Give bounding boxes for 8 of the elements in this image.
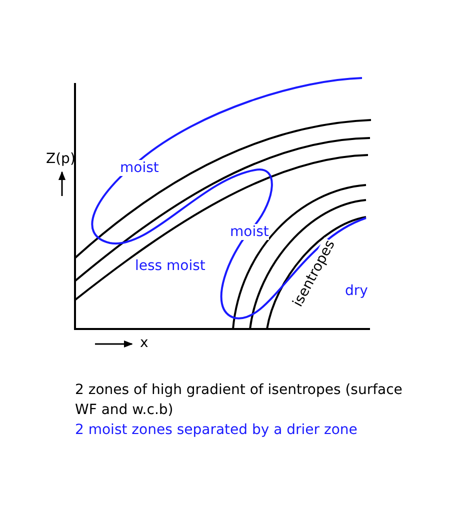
zone-label: dry [345, 282, 368, 301]
axis-label: x [140, 334, 148, 353]
caption-text: 2 zones of high gradient of isentropes (surface WF and w.c.b) [75, 381, 404, 420]
axis-label: Z(p) [46, 150, 76, 169]
caption-text: 2 moist zones separated by a drier zone [75, 421, 358, 440]
zone-label: moist [230, 224, 269, 240]
zone-label: moist [120, 160, 159, 176]
zone-label: less moist [135, 257, 206, 276]
